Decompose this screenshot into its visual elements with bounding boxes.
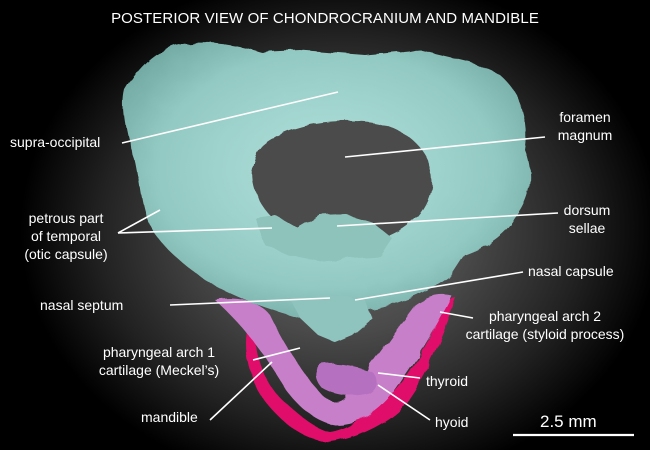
label-pharyngeal-arch-2: pharyngeal arch 2 cartilage (styloid pro…: [450, 307, 640, 343]
label-arch2-line1: pharyngeal arch 2: [488, 308, 602, 324]
label-pharyngeal-arch-1: pharyngeal arch 1 cartilage (Meckel’s): [66, 343, 252, 379]
label-petrous-line2: of temporal: [30, 228, 102, 244]
mandible-shape: [246, 298, 456, 442]
label-petrous-line1: petrous part: [28, 210, 104, 226]
leader-lines: [117, 91, 559, 421]
label-nasal-septum: nasal septum: [40, 297, 124, 313]
foramen-magnum-opening: [251, 120, 432, 238]
label-arch1-line1: pharyngeal arch 1: [102, 344, 216, 360]
label-dorsum-line2: sellae: [568, 220, 606, 236]
leader-arch1: [252, 347, 301, 361]
label-petrous-temporal: petrous part of temporal (otic capsule): [10, 209, 122, 263]
leader-petrous-upper: [117, 209, 161, 234]
label-petrous-line3: (otic capsule): [24, 246, 108, 262]
leader-foramen-magnum: [344, 136, 546, 158]
label-foramen-line2: magnum: [557, 127, 613, 143]
label-dorsum-sellae: dorsum sellae: [555, 201, 619, 237]
label-hyoid: hyoid: [435, 414, 469, 430]
label-nasal-capsule: nasal capsule: [528, 263, 614, 279]
figure-title: POSTERIOR VIEW OF CHONDROCRANIUM AND MAN…: [111, 10, 539, 27]
leader-dorsum-sellae: [336, 212, 559, 227]
leader-supra-occipital: [121, 91, 339, 144]
dorsum-sellae-shape: [255, 214, 392, 262]
label-thyroid: thyroid: [426, 373, 469, 389]
label-arch1-line2: cartilage (Meckel’s): [98, 362, 220, 378]
label-mandible: mandible: [141, 409, 198, 425]
leader-nasal-capsule: [354, 271, 524, 301]
label-arch2-line2: cartilage (styloid process): [465, 326, 625, 342]
leader-thyroid: [377, 372, 421, 379]
leader-nasal-septum: [169, 297, 331, 306]
label-foramen-magnum: foramen magnum: [545, 108, 625, 144]
label-dorsum-line1: dorsum: [563, 202, 611, 218]
leader-mandible: [209, 361, 273, 421]
scale-bar-label: 2.5 mm: [540, 412, 597, 431]
leader-petrous-lower: [117, 227, 273, 234]
label-supra-occipital: supra-occipital: [10, 134, 101, 150]
pharyngeal-arch-shape: [215, 294, 452, 425]
leader-hyoid: [377, 384, 431, 421]
leader-arch2: [439, 311, 474, 319]
label-foramen-line1: foramen: [559, 109, 611, 125]
